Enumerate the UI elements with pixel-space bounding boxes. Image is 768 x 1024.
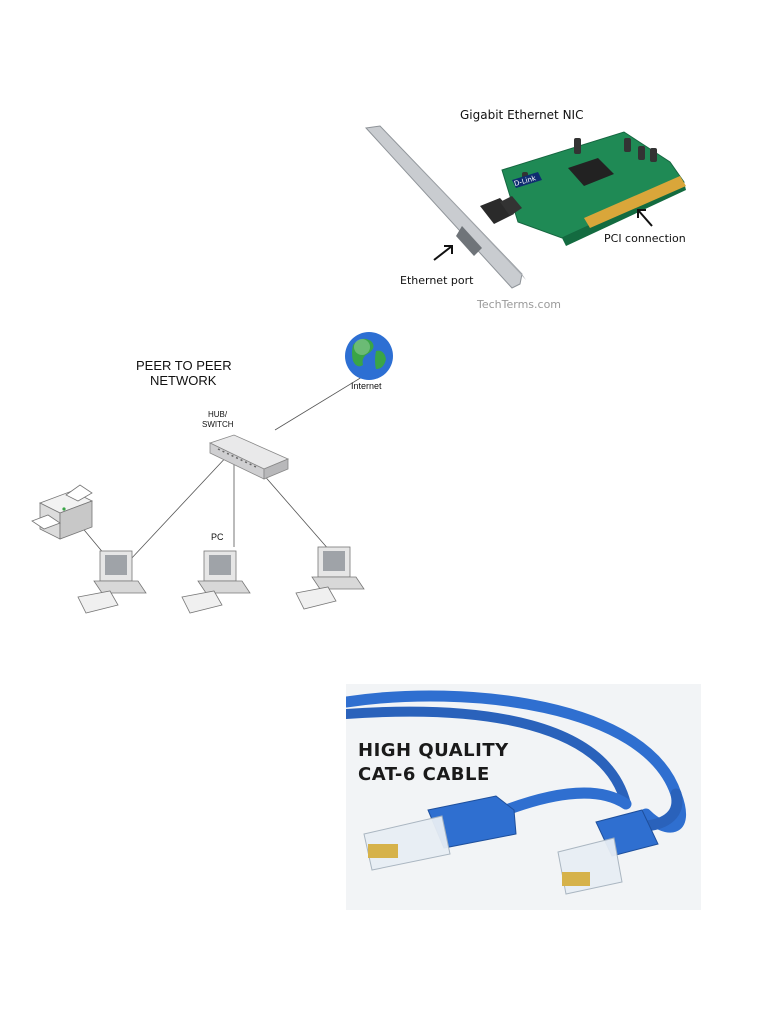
pci-connection-label: PCI connection bbox=[604, 232, 686, 245]
cable-image bbox=[346, 690, 687, 895]
nic-figure: D-Link Gigabit Ethernet NIC PCI connecti… bbox=[362, 98, 702, 316]
nic-card-image: D-Link bbox=[364, 125, 686, 289]
left-plug-contacts-icon bbox=[368, 844, 398, 858]
nic-title: Gigabit Ethernet NIC bbox=[460, 108, 584, 122]
pc-label: PC bbox=[211, 532, 224, 542]
ethernet-port-label: Ethernet port bbox=[400, 274, 474, 287]
globe-icon bbox=[345, 332, 393, 380]
image-credit: TechTerms.com bbox=[477, 298, 562, 311]
printer-icon bbox=[31, 484, 93, 540]
network-diagram-graphic bbox=[31, 332, 393, 614]
cable-caption-line1: HIGH QUALITY bbox=[358, 740, 509, 761]
cat6-cable-figure: HIGH QUALITY CAT-6 CABLE bbox=[346, 684, 701, 910]
hub-switch-icon bbox=[208, 434, 290, 480]
computer-right-icon bbox=[295, 546, 365, 610]
hub-label-line2: SWITCH bbox=[202, 420, 234, 429]
diagram-title-line2: NETWORK bbox=[150, 373, 217, 388]
cable-caption-line2: CAT-6 CABLE bbox=[358, 764, 490, 785]
right-plug-contacts-icon bbox=[562, 872, 590, 886]
diagram-title-line1: PEER TO PEER bbox=[136, 358, 232, 373]
internet-label: Internet bbox=[351, 381, 382, 391]
computer-center-icon bbox=[181, 550, 251, 614]
computer-left-icon bbox=[77, 550, 147, 614]
hub-label-line1: HUB/ bbox=[208, 410, 228, 419]
peer-to-peer-diagram: PEER TO PEER NETWORK HUB/ SWITCH Interne… bbox=[20, 325, 410, 625]
